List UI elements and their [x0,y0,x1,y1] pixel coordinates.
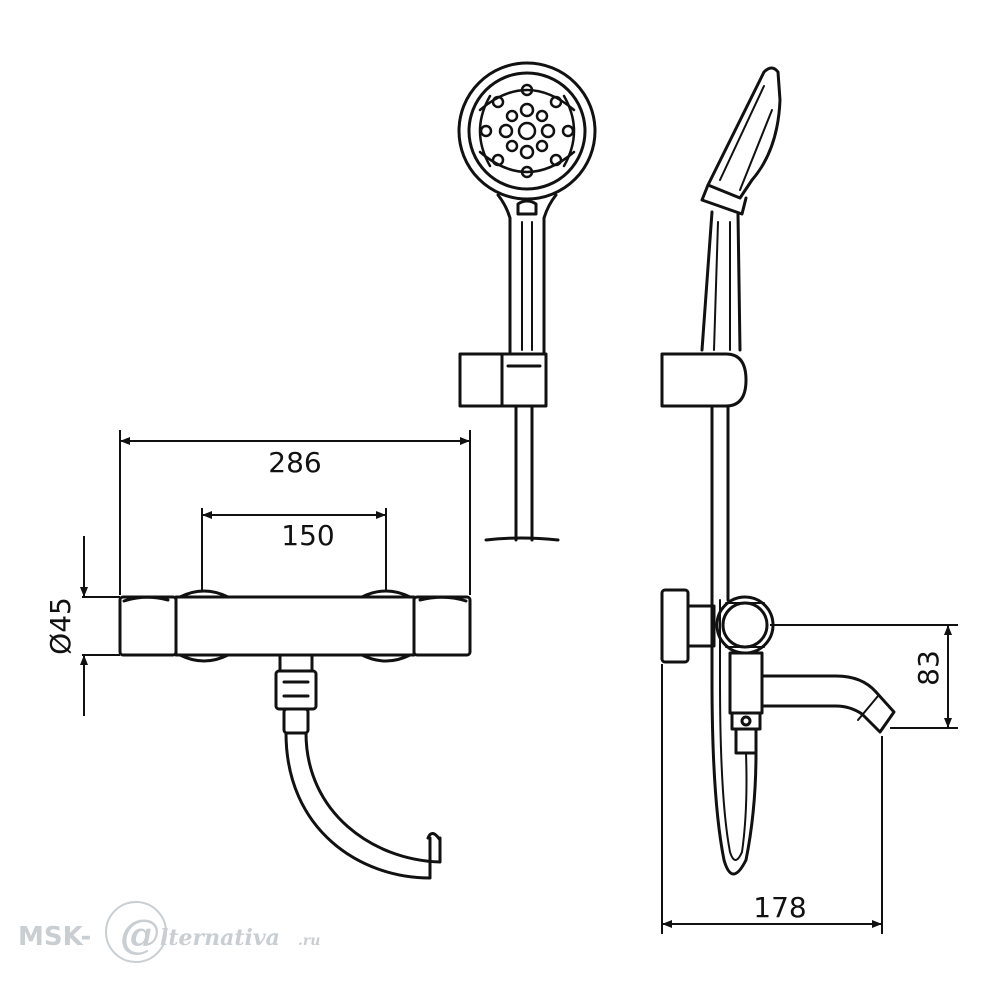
mixer-right-cap [412,595,472,657]
watermark-circle [105,901,167,963]
hose-front [284,731,442,880]
mixer-side-inner [721,601,769,649]
left-connector-bottom [178,653,230,663]
riser-pipe [710,404,730,602]
hose-connector [282,707,310,735]
wall-connector [686,604,716,648]
dim-178 [661,664,883,934]
diverter-body [728,651,764,715]
shower-head-side-lines [719,85,773,191]
mixer-side-outer [715,595,775,655]
bath-spout [760,674,896,734]
shower-head-outer [457,61,597,201]
dim-83-label: 83 [912,650,945,686]
dim-150-label: 150 [281,519,334,552]
holder-side [660,352,748,408]
mixer-main-body [174,595,416,657]
right-cap-detail [418,595,468,603]
dim-diameter [80,536,120,716]
hand-shower-side [660,66,782,602]
spout-tip-line [857,695,879,721]
shower-neck [700,183,748,216]
dim-286 [119,430,471,595]
shower-holder-detail [500,352,542,408]
hose-outlet-side [734,727,758,755]
hand-shower-front [457,61,597,542]
watermark-at: @ [120,911,160,958]
dim-83 [770,624,958,729]
watermark: MSK- @ lternativa .ru [18,901,320,963]
dim-diameter-label: Ø45 [44,597,77,655]
watermark-suffix: lternativa [160,925,280,951]
mixer-side-view [660,588,896,876]
handle-inner [521,221,533,351]
diverter-knob [730,711,762,731]
shower-head-side [706,66,782,200]
watermark-prefix: MSK- [18,922,91,952]
dim-178-label: 178 [753,891,806,924]
watermark-tld: .ru [298,933,320,949]
dim-150 [201,508,387,592]
mixer-front-view [118,589,472,735]
left-cap-detail [122,595,170,603]
shower-head-inner [467,71,587,191]
diverter-knob-center [740,715,752,727]
mixer-left-cap [118,595,178,657]
right-connector-bottom [360,653,412,663]
dim-286-label: 286 [268,446,321,479]
wall-flange [660,588,690,664]
outlet-nut-lines [282,680,310,698]
handle-side [700,210,742,352]
hose-side-loop-inner [719,599,748,861]
hose-ground [484,536,560,542]
left-connector-top [178,589,230,599]
shower-handle [496,193,558,354]
hose-side-loop [710,598,758,876]
hose-down [514,404,534,542]
mixer-side-lines [725,602,765,648]
handle-side-inner [713,221,731,351]
outlet-top [278,653,314,673]
handle-logo [516,199,538,216]
spray-pattern [478,83,576,179]
outlet-nut [274,669,318,711]
